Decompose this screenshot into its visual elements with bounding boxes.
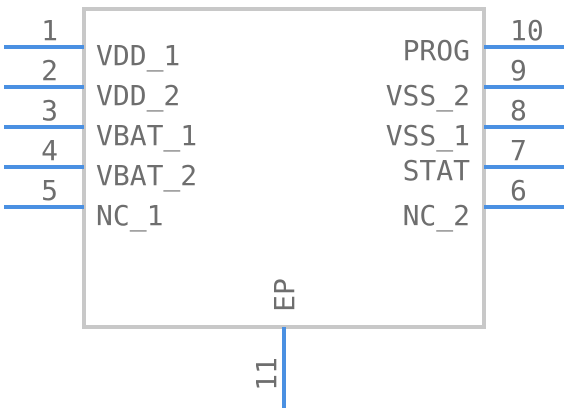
pin-4-name: VBAT_2	[96, 159, 197, 193]
pin-10-name: PROG	[403, 34, 470, 67]
pin-9-number: 9	[510, 54, 527, 87]
pin-11-number: 11	[250, 357, 283, 391]
pin-1-number: 1	[41, 14, 58, 47]
pin-8-name: VSS_1	[386, 119, 470, 153]
pin-1-name: VDD_1	[96, 39, 180, 73]
pin-5-name: NC_1	[96, 199, 163, 233]
pin-6-name: NC_2	[403, 199, 470, 233]
pin-7-number: 7	[510, 134, 527, 167]
pin-2-name: VDD_2	[96, 79, 180, 113]
pin-5-number: 5	[41, 174, 58, 207]
pin-4-number: 4	[41, 134, 58, 167]
pin-11-name: EP	[268, 278, 301, 312]
pin-10-number: 10	[510, 14, 544, 47]
pin-2-number: 2	[41, 54, 58, 87]
pin-6-number: 6	[510, 174, 527, 207]
pin-7-name: STAT	[403, 154, 471, 187]
pin-9-name: VSS_2	[386, 79, 470, 113]
pin-3-name: VBAT_1	[96, 119, 197, 153]
pin-8-number: 8	[510, 94, 527, 127]
pin-3-number: 3	[41, 94, 58, 127]
